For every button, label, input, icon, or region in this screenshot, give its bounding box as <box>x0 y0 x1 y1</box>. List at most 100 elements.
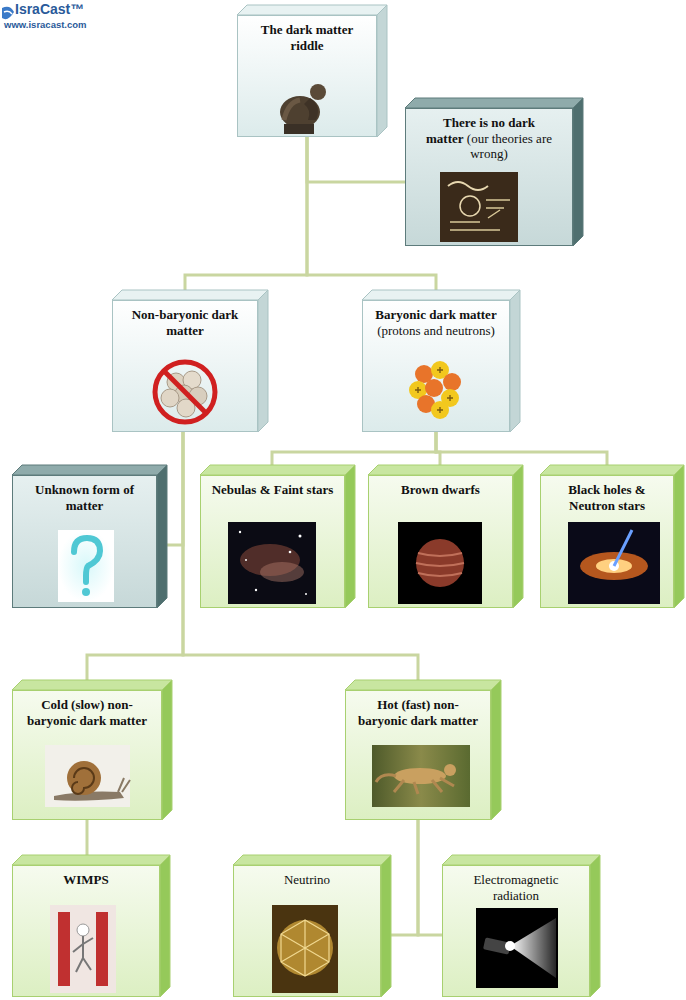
flashlight-photo-part <box>510 918 556 978</box>
box-side-face <box>258 290 268 432</box>
question-symbol-part <box>74 538 100 582</box>
box-top-face <box>12 680 172 690</box>
logo-icon-part <box>4 11 12 14</box>
box-top-face <box>540 465 684 475</box>
nebula-photo-part <box>255 589 257 591</box>
nebula-photo-part <box>299 535 302 538</box>
connector-line <box>307 137 405 182</box>
connector-path <box>418 820 442 935</box>
box-front-face <box>442 865 590 997</box>
box-heading: The dark matter riddle <box>246 22 368 53</box>
crossed-nucleus-part <box>161 389 179 407</box>
connector-line <box>418 820 442 935</box>
box-text-area: Hot (fast) non-baryonic dark matter <box>346 691 490 728</box>
box-top-face <box>112 290 268 300</box>
neutrino-detector-photo-part <box>277 920 333 976</box>
nebula-photo-part <box>260 562 304 582</box>
box-heading: WIMPS <box>21 872 151 888</box>
box-side-face <box>345 465 355 608</box>
box-heading: Black holes & Neutron stars <box>549 482 665 513</box>
thinker-statue-part <box>280 96 320 128</box>
box-text-area: Non-baryonic dark matter <box>113 301 257 338</box>
snail-photo <box>45 745 130 807</box>
box-heading: Brown dwarfs <box>377 482 504 498</box>
connector-line <box>185 137 307 300</box>
box-top-face <box>362 290 520 300</box>
concept-box: Black holes & Neutron stars <box>540 475 674 608</box>
question-symbol <box>58 530 114 602</box>
nucleus-part <box>415 367 453 413</box>
box-text-area: Brown dwarfs <box>369 476 512 498</box>
snail-photo-part <box>118 778 130 792</box>
concept-box: There is no dark matter(our theories are… <box>405 108 573 246</box>
box-front-face <box>233 865 381 997</box>
box-front-face <box>12 475 157 608</box>
box-heading: Cold (slow) non-baryonic dark matter <box>21 697 153 728</box>
wimps-poster-part <box>58 912 70 986</box>
box-heading: Unknown form of matter <box>21 482 148 513</box>
thinker-statue-part <box>310 84 326 100</box>
formula-board-part <box>448 182 488 190</box>
box-top-face <box>442 855 600 865</box>
black-hole-photo-part <box>568 522 660 604</box>
crossed-nucleus <box>155 362 215 422</box>
box-text-area: Electromagnetic radiation <box>443 866 589 903</box>
nebula-photo <box>228 522 316 604</box>
box-top-face <box>345 680 501 690</box>
thinker-statue-part <box>284 124 314 134</box>
box-heading: Electromagnetic radiation <box>451 872 581 903</box>
connector-path <box>307 137 405 182</box>
nucleus <box>409 361 461 419</box>
box-text-area: The dark matter riddle <box>238 16 376 53</box>
cheetah-photo <box>372 745 470 807</box>
box-text-area: Baryonic dark matter(protons and neutron… <box>363 301 509 338</box>
box-side-face <box>162 680 172 820</box>
box-side-face <box>513 465 523 608</box>
concept-box: Non-baryonic dark matter <box>112 300 258 432</box>
brown-dwarf-photo-part <box>398 522 482 604</box>
box-front-face <box>368 475 513 608</box>
brown-dwarf-photo <box>398 522 482 604</box>
box-top-face <box>200 465 355 475</box>
nebula-photo-part <box>228 522 316 604</box>
box-side-face <box>160 855 170 997</box>
wimps-poster-part <box>77 924 89 936</box>
box-text-area: Cold (slow) non-baryonic dark matter <box>13 691 161 728</box>
crossed-nucleus-part <box>155 362 215 422</box>
cheetah-photo-part <box>372 745 470 807</box>
box-side-face <box>590 855 600 997</box>
nucleus-part <box>425 379 443 397</box>
concept-box: Electromagnetic radiation <box>442 865 590 997</box>
wimps-poster-part <box>73 936 93 972</box>
box-top-face <box>233 855 391 865</box>
box-text-area: Black holes & Neutron stars <box>541 476 673 513</box>
nebula-photo-part <box>245 559 247 561</box>
box-side-face <box>377 5 387 137</box>
snail-photo-part <box>72 768 94 794</box>
formula-board-part <box>460 196 480 216</box>
box-heading: Hot (fast) non-baryonic dark matter <box>354 697 482 728</box>
formula-board-part <box>440 172 518 242</box>
box-side-face <box>510 290 520 432</box>
question-symbol-part <box>58 530 114 602</box>
box-front-face <box>362 300 510 432</box>
box-heading: Non-baryonic dark matter <box>121 307 249 338</box>
logo-icon-part <box>2 7 14 19</box>
box-heading: Baryonic dark matter <box>371 307 501 323</box>
logo-icon <box>2 7 14 19</box>
box-heading: Neutrino <box>242 872 372 888</box>
box-front-face <box>200 475 345 608</box>
box-top-face <box>405 98 583 108</box>
wimps-poster-part <box>96 912 108 986</box>
box-top-face <box>12 465 167 475</box>
brand-name: IsraCast™ <box>15 1 84 17</box>
box-front-face <box>12 865 160 997</box>
concept-box: Neutrino <box>233 865 381 997</box>
box-text-area: Unknown form of matter <box>13 476 156 513</box>
concept-box: Hot (fast) non-baryonic dark matter <box>345 690 491 820</box>
box-front-face <box>345 690 491 820</box>
neutrino-detector-photo-part <box>281 920 329 976</box>
box-front-face <box>405 108 573 246</box>
